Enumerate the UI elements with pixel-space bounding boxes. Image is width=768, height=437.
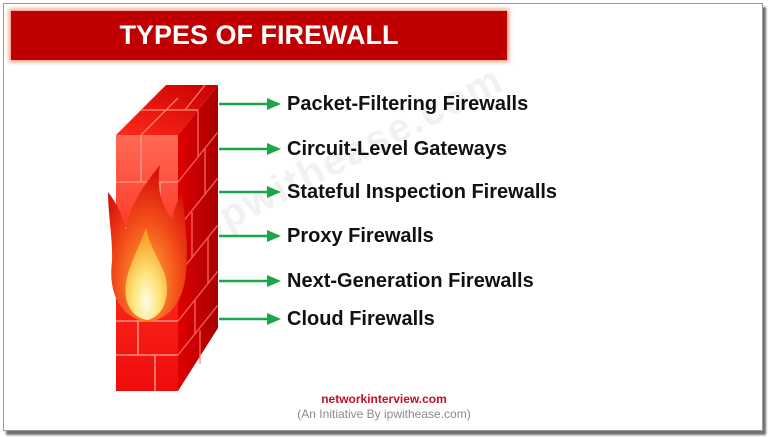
flame bbox=[108, 165, 187, 322]
arrow-right-icon bbox=[219, 186, 281, 198]
arrow-right-icon bbox=[219, 230, 281, 242]
firewall-type-label: Next-Generation Firewalls bbox=[287, 269, 534, 292]
firewall-type-label: Cloud Firewalls bbox=[287, 307, 435, 330]
arrow-right-icon bbox=[219, 313, 281, 325]
firewall-type-label: Stateful Inspection Firewalls bbox=[287, 180, 558, 203]
footer-tagline: (An Initiative By ipwithease.com) bbox=[297, 407, 471, 421]
list-item-next-generation: Next-Generation Firewalls bbox=[219, 266, 534, 296]
list-item-proxy: Proxy Firewalls bbox=[219, 221, 434, 251]
firewall-type-label: Proxy Firewalls bbox=[287, 224, 434, 247]
list-item-stateful-inspection: Stateful Inspection Firewalls bbox=[219, 177, 557, 207]
page-title: TYPES OF FIREWALL bbox=[119, 20, 399, 50]
list-item-cloud: Cloud Firewalls bbox=[219, 304, 435, 334]
arrow-right-icon bbox=[219, 143, 281, 155]
footer-site: networkinterview.com bbox=[321, 392, 447, 406]
arrow-right-icon bbox=[219, 275, 281, 287]
firewall-type-label: Circuit-Level Gateways bbox=[287, 137, 508, 160]
firewall-type-label: Packet-Filtering Firewalls bbox=[287, 92, 529, 115]
list-item-packet-filtering: Packet-Filtering Firewalls bbox=[219, 89, 528, 119]
list-item-circuit-level: Circuit-Level Gateways bbox=[219, 134, 507, 164]
arrow-right-icon bbox=[219, 98, 281, 110]
title-banner: TYPES OF FIREWALL bbox=[11, 11, 507, 60]
